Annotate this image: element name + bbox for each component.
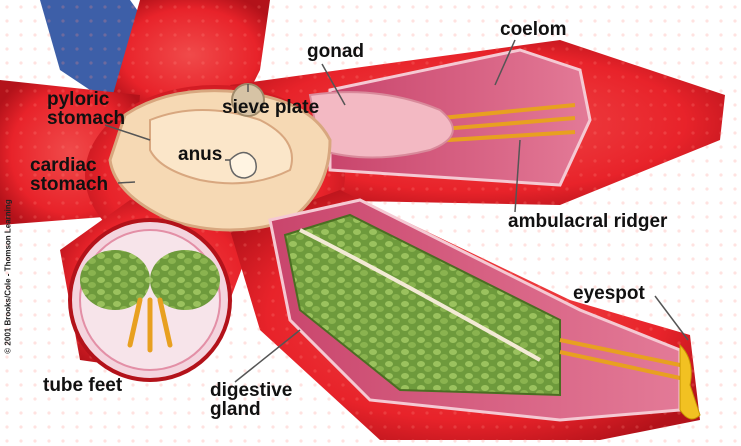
label-gonad: gonad: [307, 41, 364, 62]
digestive-gland: [283, 213, 561, 397]
label-sieve-plate: sieve plate: [222, 97, 320, 118]
label-coelom: coelom: [500, 19, 567, 40]
tube-feet-gland-left: [80, 250, 150, 310]
label-cardiac-stomach-line1: cardiac: [30, 155, 97, 176]
tube-feet: [127, 297, 173, 353]
label-digestive-gland-line2: gland: [210, 399, 261, 420]
lower-ambulacral-ridge: [559, 338, 681, 380]
anus: [229, 151, 257, 179]
label-ambulacral-ridge: ambulacral ridger: [508, 211, 668, 232]
tube-feet-gland-right: [150, 250, 220, 310]
label-cardiac-stomach-line2: stomach: [30, 174, 109, 195]
label-tube-feet: tube feet: [43, 375, 123, 396]
label-anus: anus: [178, 144, 223, 165]
label-eyespot: eyespot: [573, 283, 645, 304]
gonad: [308, 91, 454, 159]
leader-lines: [104, 39, 689, 383]
copyright-credit: © 2001 Brooks/Cole - Thomson Learning: [3, 199, 13, 354]
eyespot: [679, 343, 701, 420]
gland-duct: [299, 228, 541, 362]
label-digestive-gland-line1: digestive: [210, 380, 293, 401]
label-pyloric-stomach-line1: pyloric: [47, 89, 110, 110]
label-pyloric-stomach-line2: stomach: [47, 108, 126, 129]
